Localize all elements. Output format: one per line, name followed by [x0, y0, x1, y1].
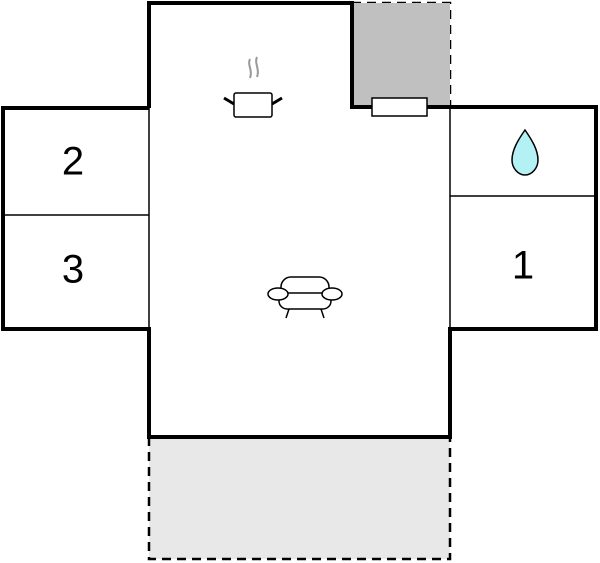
terrace: [147, 437, 452, 561]
bedroom-2: [3, 108, 149, 215]
room-label-2: 2: [62, 140, 84, 184]
water-drop-icon: [511, 128, 539, 176]
interior-walls: [3, 107, 596, 329]
bedroom-3: [3, 215, 149, 329]
bedroom-1: [450, 196, 596, 329]
window: [371, 97, 428, 117]
room-label-3: 3: [62, 248, 84, 292]
room-label-1: 1: [512, 244, 534, 288]
sofa-icon: [267, 276, 343, 319]
cooking-pot-icon: [223, 56, 283, 118]
